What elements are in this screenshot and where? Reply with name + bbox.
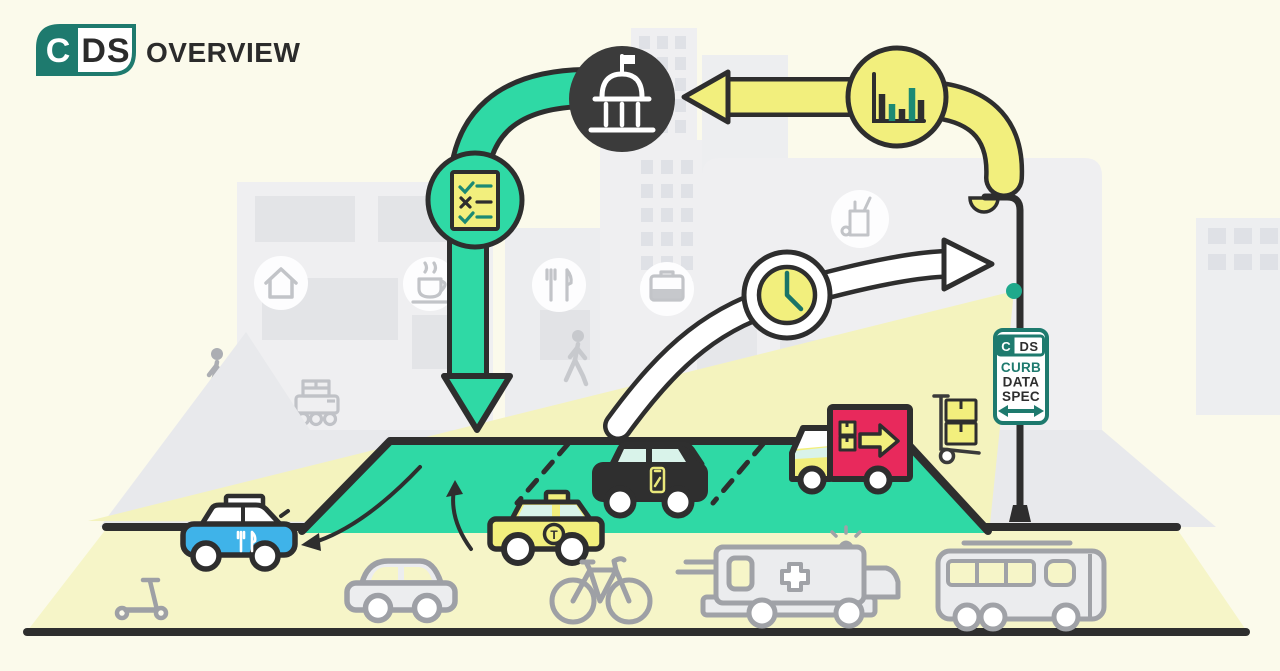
policy-arrow	[425, 67, 606, 433]
taxi-badge-icon: T	[542, 522, 566, 546]
events-arrow	[603, 237, 995, 441]
package-icon	[838, 420, 857, 452]
bus-windows	[946, 559, 1036, 587]
smartphone-icon	[649, 466, 666, 494]
bus-icon	[935, 540, 1107, 632]
car-wheel	[603, 485, 637, 519]
package-icon	[944, 398, 978, 446]
truck-wheel-rear	[863, 465, 893, 495]
ambulance-icon	[675, 525, 901, 629]
restaurant-icon	[545, 268, 573, 302]
grocery-icon	[840, 196, 872, 237]
pedestrian-2	[563, 330, 589, 387]
clock-icon	[741, 249, 833, 341]
checklist-icon	[450, 170, 500, 231]
hand-truck-icon	[932, 394, 981, 465]
taxi-wheel	[555, 532, 589, 566]
building-left-windows	[255, 196, 470, 369]
logo-wordmark: OVERVIEW	[146, 37, 300, 68]
events-arrowhead	[941, 237, 995, 292]
svg-text:T: T	[550, 528, 558, 542]
car-wheel	[249, 540, 281, 572]
lamp-head	[968, 196, 1000, 214]
scooter-icon	[114, 577, 169, 621]
truck-wheel-front	[797, 465, 827, 495]
sign-line-spec: SPEC	[1002, 389, 1040, 404]
home-icon	[264, 267, 298, 299]
coffee-badge	[403, 257, 457, 311]
arrow-right-icon	[858, 423, 900, 458]
data-arrow	[681, 45, 1025, 198]
taxi: T	[487, 489, 605, 566]
grocery-badge	[831, 190, 889, 248]
ambulance-window	[726, 555, 755, 592]
logo-c-tile	[38, 26, 78, 74]
home-badge	[254, 256, 308, 310]
food-delivery-car	[180, 493, 298, 572]
policy-arrowhead	[441, 373, 513, 433]
lamp-base	[1009, 505, 1031, 522]
government-building-icon	[588, 54, 656, 133]
sign-logo-c: C	[1001, 339, 1011, 354]
bar-chart-icon	[872, 72, 926, 123]
medical-cross-icon	[780, 562, 810, 592]
analytics-circle	[845, 45, 949, 149]
bus-door-window	[1044, 559, 1076, 587]
ridehail-car	[592, 441, 708, 519]
arrow-to-car	[301, 465, 422, 551]
logo-ds: DS	[81, 32, 130, 70]
logo-c: C	[46, 32, 71, 70]
gray-car	[344, 558, 458, 624]
sign-line-curb: CURB	[1001, 360, 1041, 375]
curb-data-spec-sign: C DS CURB DATA SPEC	[993, 328, 1049, 425]
briefcase-icon	[649, 270, 685, 302]
sign-logo-ds: DS	[1019, 339, 1038, 354]
parking-dash-1	[514, 441, 571, 506]
ambulance-cab	[861, 565, 901, 600]
building-far-right-windows	[1208, 228, 1278, 270]
data-arrowhead	[681, 69, 731, 125]
building-far-right	[1196, 218, 1280, 415]
taxi-wheel	[501, 532, 535, 566]
siren-icon	[830, 525, 862, 549]
sign-line-data: DATA	[1003, 375, 1040, 390]
sign-mini-logo: C DS	[996, 334, 1045, 357]
sensor-dot	[1006, 283, 1022, 299]
briefcase-badge	[640, 262, 694, 316]
double-arrow-icon	[998, 405, 1044, 417]
car-wheel	[190, 540, 222, 572]
government-circle	[569, 46, 675, 152]
fork-knife-icon	[236, 530, 257, 553]
coffee-icon	[411, 261, 449, 304]
delivery-truck	[789, 404, 913, 495]
car-wheel	[661, 485, 695, 519]
parking-dash-2	[710, 441, 766, 506]
building-right-wide-top	[702, 158, 1102, 200]
cds-logo: C DS OVERVIEW	[36, 24, 300, 76]
storefront-badges	[254, 190, 889, 316]
restaurant-badge	[532, 258, 586, 312]
bicycle-icon	[549, 556, 653, 625]
arrow-into-curb	[446, 480, 473, 551]
